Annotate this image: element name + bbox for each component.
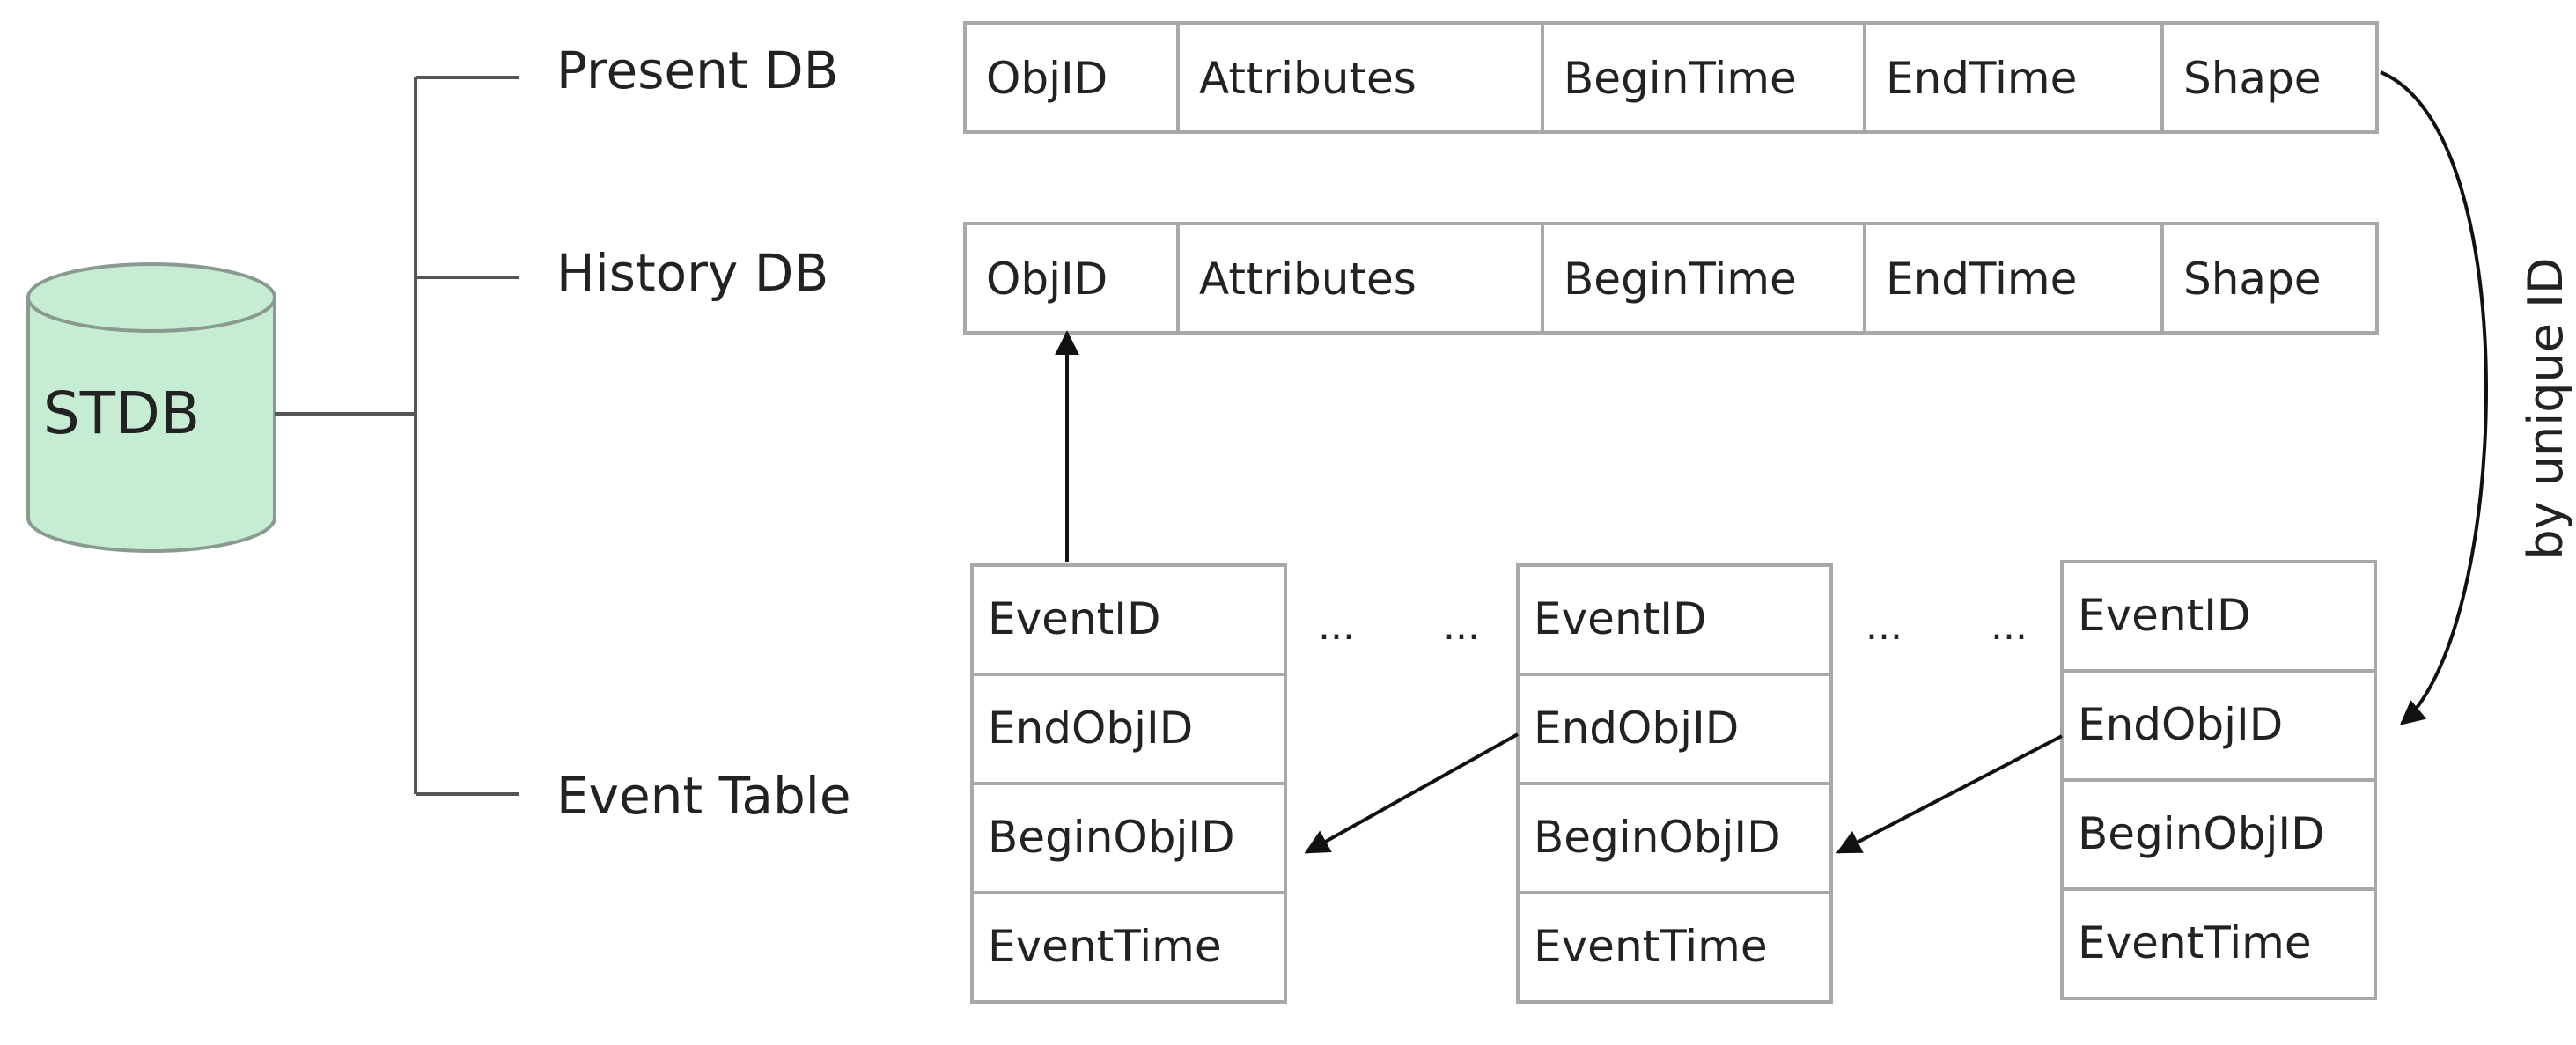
history-db-row: ObjID Attributes BeginTime EndTime Shape: [963, 222, 2379, 335]
event-table-2-field-eventtime: EventTime: [1534, 921, 1768, 972]
history-db-field-endtime: EndTime: [1886, 254, 2077, 305]
event-table-3: EventID EndObjID BeginObjID EventTime: [2060, 560, 2377, 1000]
history-db-cell-begintime: [1541, 222, 1866, 335]
present-db-label: Present DB: [556, 40, 839, 100]
event-table-1: EventID EndObjID BeginObjID EventTime: [970, 563, 1287, 1004]
present-db-field-attributes: Attributes: [1199, 53, 1417, 104]
event-table-1-cell-eventtime: [970, 891, 1287, 1004]
event-table-1-cell-endobjid: [970, 673, 1287, 785]
event-table-1-field-eventtime: EventTime: [988, 921, 1222, 972]
event-table-3-cell-endobjid: [2060, 669, 2377, 782]
present-db-field-shape: Shape: [2183, 53, 2322, 104]
ellipsis-4: ...: [1991, 604, 2028, 649]
event-table-2-field-eventid: EventID: [1534, 593, 1706, 644]
ellipsis-1: ...: [1318, 604, 1355, 649]
stdb-label: STDB: [43, 379, 200, 447]
present-db-row: ObjID Attributes BeginTime EndTime Shape: [963, 21, 2379, 134]
history-db-cell-shape: [2160, 222, 2379, 335]
event-table-label: Event Table: [556, 766, 851, 826]
present-db-field-objid: ObjID: [986, 53, 1108, 104]
event-table-2-cell-eventtime: [1516, 891, 1833, 1004]
history-db-cell-attributes: [1176, 222, 1544, 335]
tree-connector: [275, 76, 519, 796]
history-db-field-attributes: Attributes: [1199, 254, 1417, 305]
event-table-3-field-beginobjid: BeginObjID: [2078, 808, 2325, 859]
ellipsis-3: ...: [1866, 604, 1903, 649]
present-db-cell-endtime: [1863, 21, 2164, 134]
stdb-cylinder-top: [26, 262, 276, 333]
event-table-3-cell-eventid: [2060, 560, 2377, 673]
event-table-2-field-beginobjid: BeginObjID: [1534, 812, 1781, 863]
history-db-label: History DB: [556, 243, 828, 303]
event-table-3-field-endobjid: EndObjID: [2078, 699, 2283, 750]
history-db-field-objid: ObjID: [986, 254, 1108, 305]
event-table-1-field-beginobjid: BeginObjID: [988, 812, 1235, 863]
present-db-cell-shape: [2160, 21, 2379, 134]
ellipsis-2: ...: [1443, 604, 1480, 649]
event-table-1-cell-beginobjid: [970, 782, 1287, 894]
stdb-cylinder-body: [26, 298, 276, 553]
event3-end-to-event2-begin-arrow: [1836, 734, 2063, 854]
event-table-1-cell-eventid: [970, 563, 1287, 676]
present-db-field-endtime: EndTime: [1886, 53, 2077, 104]
event-table-2: EventID EndObjID BeginObjID EventTime: [1516, 563, 1833, 1004]
event-table-2-cell-beginobjid: [1516, 782, 1833, 894]
history-db-field-begintime: BeginTime: [1564, 254, 1797, 305]
present-db-cell-attributes: [1176, 21, 1544, 134]
event-table-3-field-eventid: EventID: [2078, 590, 2250, 641]
event-table-3-cell-beginobjid: [2060, 778, 2377, 891]
event-table-2-field-endobjid: EndObjID: [1534, 703, 1739, 754]
present-db-cell-begintime: [1541, 21, 1866, 134]
event-table-1-field-eventid: EventID: [988, 593, 1160, 644]
by-unique-id-label: by unique ID: [2518, 257, 2573, 559]
history-db-field-shape: Shape: [2183, 254, 2322, 305]
present-db-field-begintime: BeginTime: [1564, 53, 1797, 104]
event-table-3-field-eventtime: EventTime: [2078, 917, 2312, 968]
stdb-cylinder: STDB: [26, 262, 276, 553]
event2-end-to-event1-begin-arrow: [1304, 732, 1519, 854]
event-table-3-cell-eventtime: [2060, 887, 2377, 1000]
event-table-1-field-endobjid: EndObjID: [988, 703, 1193, 754]
present-to-event3-curve-arrow: [2380, 70, 2488, 725]
